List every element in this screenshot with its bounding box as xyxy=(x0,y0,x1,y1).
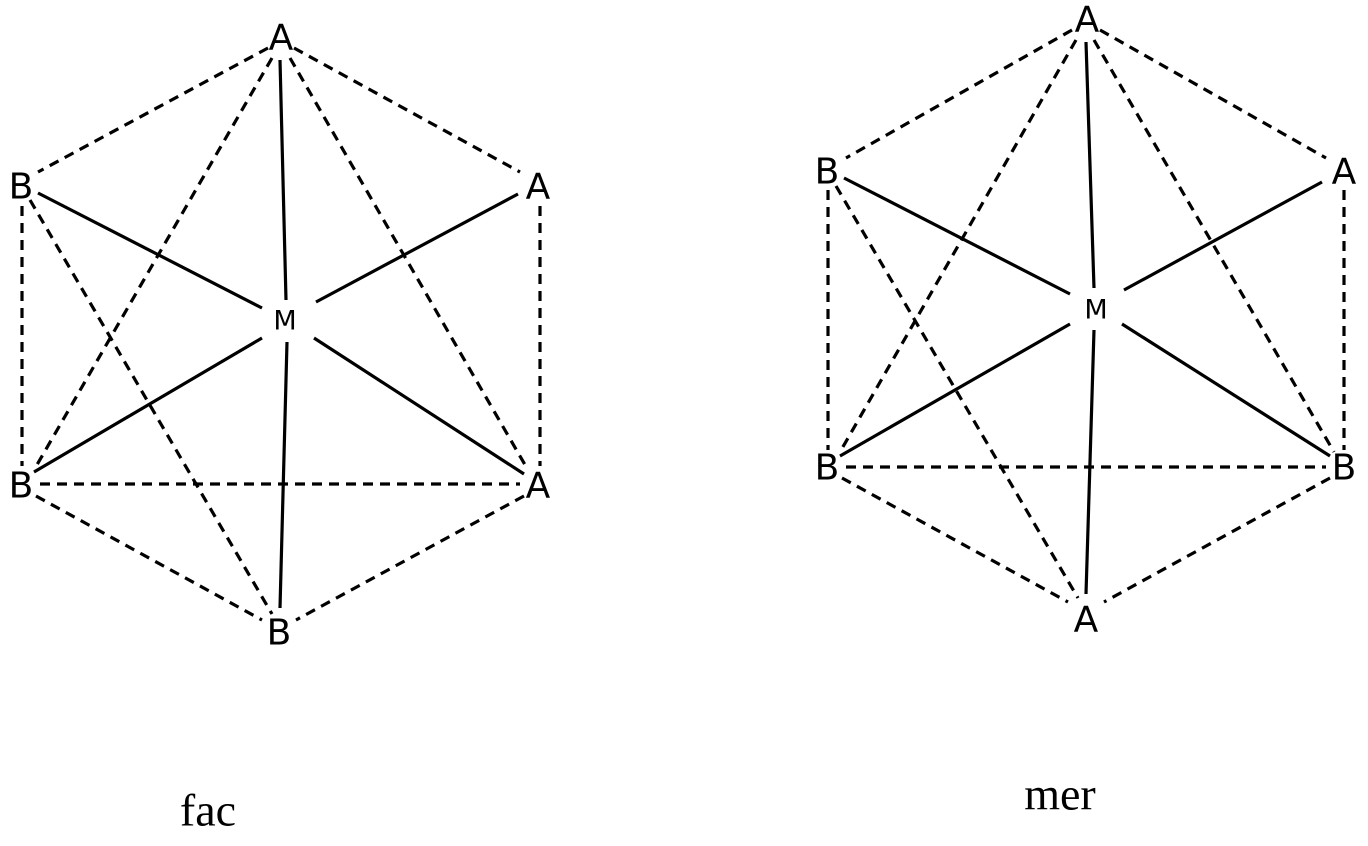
fac-metal-bonds xyxy=(33,59,525,609)
mer-bond-upperright xyxy=(1123,180,1323,292)
mer-ligand-bottom-label: A xyxy=(1074,600,1099,641)
fac-ligand-lower-right-label: A xyxy=(526,466,551,507)
mer-atom-labels: A A B B B A M xyxy=(815,0,1357,641)
fac-ligand-upper-left-label: B xyxy=(9,167,34,208)
fac-edge-upperleft-bottom xyxy=(28,199,274,615)
mer-edge-top-lowerright xyxy=(1092,39,1336,453)
fac-edge-top-upperright xyxy=(293,46,521,174)
mer-ligand-upper-right-label: A xyxy=(1332,152,1357,193)
fac-bond-top xyxy=(278,59,288,301)
fac-bond-upperright xyxy=(315,192,519,304)
mer-edge-upperleft-bottom xyxy=(834,185,1080,599)
fac-octahedron-edges xyxy=(20,46,542,622)
fac-edge-top-lowerright xyxy=(288,57,530,471)
fac-metal-label: M xyxy=(273,306,296,337)
fac-isomer-diagram: A A A B B B M fac xyxy=(9,18,551,836)
mer-edge-lowerright-bottom xyxy=(1103,476,1331,604)
mer-caption: mer xyxy=(1024,769,1096,820)
mer-bond-top xyxy=(1084,41,1096,289)
fac-edge-lowerleft-bottom xyxy=(35,494,263,622)
fac-ligand-top-label: A xyxy=(269,18,294,59)
mer-ligand-top-label: A xyxy=(1075,0,1100,41)
fac-bond-bottom xyxy=(278,341,289,609)
fac-edge-top-upperleft xyxy=(37,46,269,174)
mer-edge-lowerleft-bottom xyxy=(841,476,1069,604)
fac-bond-upperleft xyxy=(37,191,263,310)
mer-metal-bonds xyxy=(839,41,1331,595)
fac-atom-labels: A A A B B B M xyxy=(9,18,551,654)
mer-ligand-upper-left-label: B xyxy=(815,152,840,193)
fac-bond-lowerright xyxy=(313,336,525,476)
fac-caption: fac xyxy=(180,785,236,836)
fac-edge-top-lowerleft xyxy=(32,57,274,471)
fac-ligand-bottom-label: B xyxy=(267,613,292,654)
fac-ligand-lower-left-label: B xyxy=(9,466,34,507)
mer-metal-label: M xyxy=(1084,295,1107,326)
mer-bond-upperleft xyxy=(843,176,1071,296)
fac-bond-lowerleft xyxy=(33,336,263,474)
mer-edge-top-lowerleft xyxy=(838,39,1078,453)
mer-edge-top-upperleft xyxy=(845,28,1073,160)
fac-edge-lowerright-bottom xyxy=(295,494,525,622)
mer-ligand-lower-left-label: B xyxy=(815,448,840,489)
mer-octahedron-edges xyxy=(826,28,1346,604)
mer-bond-lowerleft xyxy=(839,322,1071,458)
mer-bond-bottom xyxy=(1084,329,1096,595)
mer-ligand-lower-right-label: B xyxy=(1332,448,1357,489)
mer-bond-lowerright xyxy=(1121,322,1331,458)
mer-isomer-diagram: A A B B B A M mer xyxy=(815,0,1357,820)
fac-ligand-upper-right-label: A xyxy=(526,167,551,208)
mer-edge-top-upperright xyxy=(1099,28,1327,160)
